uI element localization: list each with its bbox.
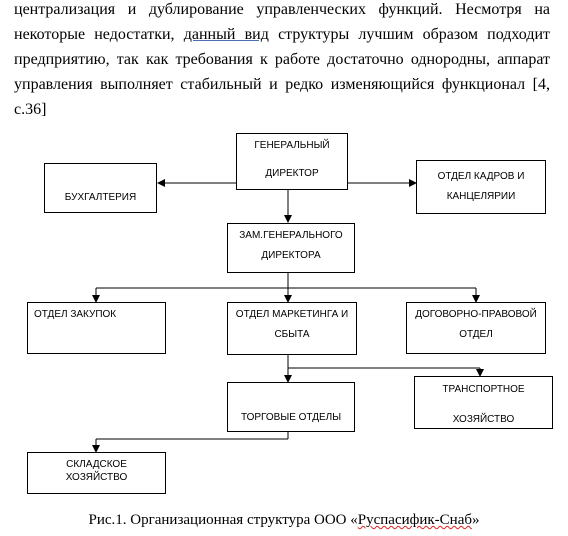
paragraph-line: предприятию, так как требования к работе… [14, 51, 550, 68]
box-purchasing: ОТДЕЛ ЗАКУПОК [27, 302, 166, 354]
box-hr-office: ОТДЕЛ КАДРОВ И КАНЦЕЛЯРИИ [416, 160, 546, 214]
figure-caption: Рис.1. Организационная структура ООО «Ру… [88, 512, 480, 528]
paragraph-line: управления выполняет стабильный и редко … [14, 76, 550, 93]
paragraph-line: некоторые недостатки, данный вид структу… [14, 26, 551, 43]
caption-company-name: Руспасифик-Снаб [357, 512, 472, 528]
body-paragraph: централизация и дублирование управленчес… [14, 0, 550, 122]
box-warehouse: СКЛАДСКОЕ ХОЗЯЙСТВО [27, 452, 166, 494]
box-marketing-sales: ОТДЕЛ МАРКЕТИНГА И СБЫТА [227, 302, 357, 355]
box-transport: ТРАНСПОРТНОЕ ХОЗЯЙСТВО [414, 376, 553, 429]
paragraph-line: с.36] [14, 101, 47, 118]
box-deputy-director: ЗАМ.ГЕНЕРАЛЬНОГО ДИРЕКТОРА [227, 223, 355, 273]
underlined-phrase: данный вид [183, 26, 269, 43]
box-contract-legal: ДОГОВОРНО-ПРАВОВОЙ ОТДЕЛ [406, 302, 546, 354]
box-accounting: БУХГАЛТЕРИЯ [44, 163, 157, 213]
paragraph-line: централизация и дублирование управленчес… [14, 1, 550, 18]
box-general-director: ГЕНЕРАЛЬНЫЙ ДИРЕКТОР [236, 133, 348, 190]
box-trade-departments: ТОРГОВЫЕ ОТДЕЛЫ [227, 382, 355, 432]
